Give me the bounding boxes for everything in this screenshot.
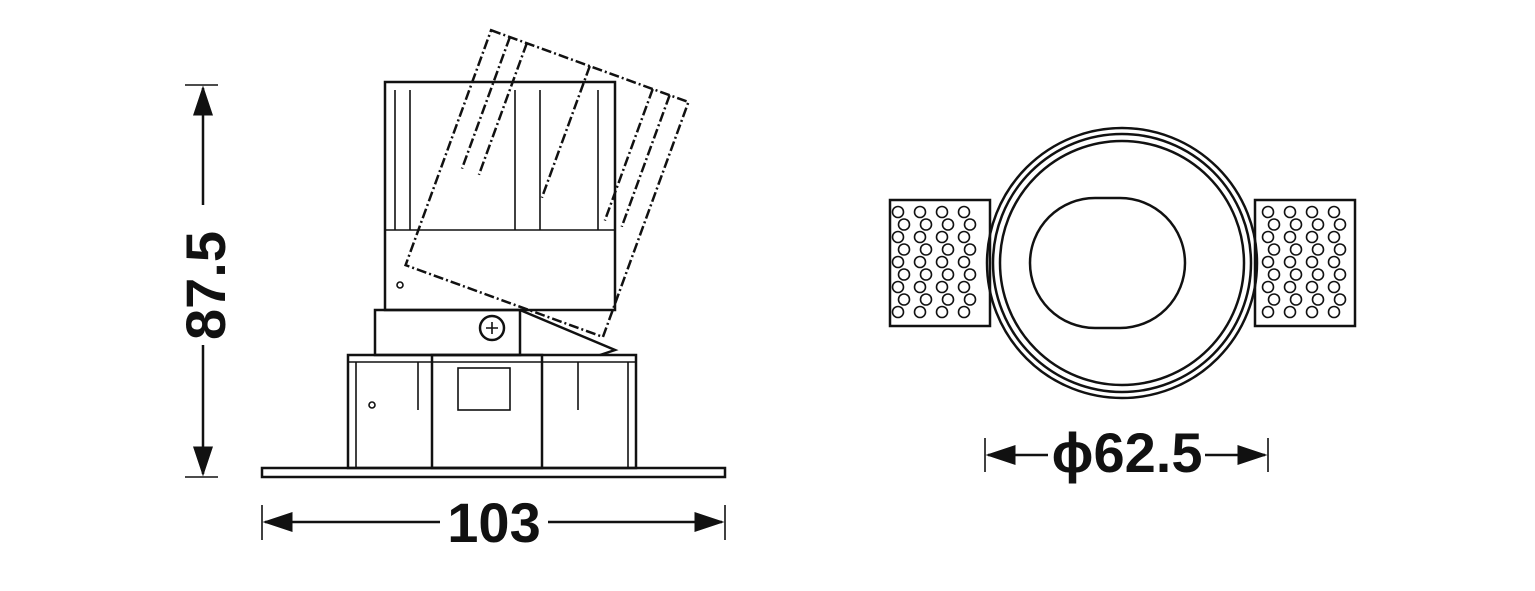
perforation-dot [919,268,933,281]
height-dimension-line [185,84,218,478]
perforation-dot [1311,293,1325,306]
perforation-dot [1305,305,1319,319]
perforation-dot [891,230,905,244]
perforation-dot [919,243,933,256]
side-view: 87.5 103 [174,28,727,554]
perforation-dot [1261,230,1275,244]
perforation-dot [897,243,911,256]
perforation-dot [913,280,927,294]
perforation-dot [941,218,955,231]
perforation-dot [1289,243,1303,256]
tilted-lamp-head [403,28,691,339]
perforation-dot [1305,205,1319,219]
perforation-dot [941,293,955,306]
perforation-dot [913,305,927,319]
perforation-dot [1283,255,1297,269]
perforation-dot [1267,293,1281,306]
perforation-dot [1261,255,1275,269]
downlight-body [260,28,727,479]
diameter-dimension-label: ϕ62.5 [1052,421,1203,484]
width-dimension-label: 103 [447,491,540,554]
perforation-dot [1311,243,1325,256]
perforation-dot [1261,305,1275,319]
perforation-dot [1333,218,1347,231]
perforation-dot [935,255,949,269]
perforation-dot [1283,280,1297,294]
perforation-dot [1261,205,1275,219]
perforation-dot [957,205,971,219]
screw-icon [478,314,506,342]
perforation-pattern-left [891,205,977,319]
perforation-dot [957,255,971,269]
perforation-dot [935,305,949,319]
perforation-dot [1289,268,1303,281]
perforation-dot [1333,293,1347,306]
perforation-dot [1267,268,1281,281]
perforation-dot [919,293,933,306]
perforation-dot [891,280,905,294]
perforation-dot [1327,305,1341,319]
diameter-dimension-line [984,438,1269,472]
perforation-dot [919,218,933,231]
perforation-dot [913,255,927,269]
perforation-dot [1333,243,1347,256]
perforation-dot [891,205,905,219]
perforation-dot [1261,280,1275,294]
perforation-dot [963,268,977,281]
perforation-dot [1327,205,1341,219]
perforation-dot [1305,280,1319,294]
perforation-dot [1327,280,1341,294]
perforation-dot [935,280,949,294]
perforation-dot [1311,268,1325,281]
perforation-pattern-right [1261,205,1347,319]
perforation-dot [913,205,927,219]
perforation-dot [1311,218,1325,231]
perforation-dot [1267,243,1281,256]
perforation-dot [897,293,911,306]
perforation-dot [897,218,911,231]
perforation-dot [1327,230,1341,244]
perforation-dot [913,230,927,244]
perforation-dot [1305,230,1319,244]
perforation-dot [1267,218,1281,231]
height-dimension-label: 87.5 [174,231,237,340]
perforation-dot [935,205,949,219]
perforation-dot [1333,268,1347,281]
perforation-dot [1283,205,1297,219]
perforation-dot [1283,305,1297,319]
perforation-dot [891,305,905,319]
perforation-dot [963,293,977,306]
width-dimension-line [261,505,726,540]
perforation-dot [963,243,977,256]
perforation-dot [891,255,905,269]
perforation-dot [957,280,971,294]
perforation-dot [935,230,949,244]
perforation-dot [1327,255,1341,269]
perforation-dot [1283,230,1297,244]
perforation-dot [1289,218,1303,231]
perforation-dot [1289,293,1303,306]
perforation-dot [941,243,955,256]
front-view: ϕ62.5 [888,126,1357,484]
perforation-dot [941,268,955,281]
perforation-dot [963,218,977,231]
perforation-dot [1305,255,1319,269]
perforation-dot [957,305,971,319]
perforation-dot [897,268,911,281]
perforation-dot [957,230,971,244]
